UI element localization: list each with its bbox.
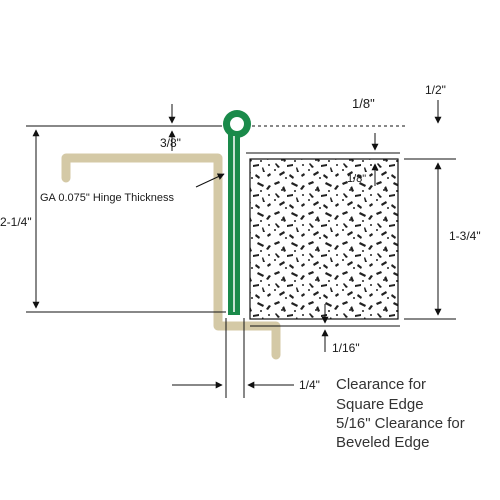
label-three-eighths: 3/8" (160, 136, 181, 150)
dimension-lines (26, 100, 456, 398)
clearance-note-line-1: Clearance for (336, 376, 427, 393)
label-sixteenth: 1/16" (332, 341, 360, 355)
door-panel (249, 158, 399, 320)
label-one-three-quarter: 1-3/4" (449, 229, 481, 243)
label-quarter: 1/4" (299, 378, 320, 392)
label-eighth-top: 1/8" (352, 96, 375, 111)
hinge-pin-hole (230, 117, 244, 131)
clearance-note-line-3: 5/16" Clearance for (336, 415, 465, 432)
label-hinge-thickness: GA 0.075" Hinge Thickness (40, 192, 174, 204)
label-two-quarter: 2-1/4" (0, 215, 32, 229)
clearance-note-line-4: Beveled Edge (336, 434, 430, 451)
frame-profile (61, 153, 281, 360)
label-eighth-inner: 1/8" (347, 173, 367, 185)
label-half-inch: 1/2" (425, 83, 446, 97)
clearance-note-line-2: Square Edge (336, 396, 424, 413)
